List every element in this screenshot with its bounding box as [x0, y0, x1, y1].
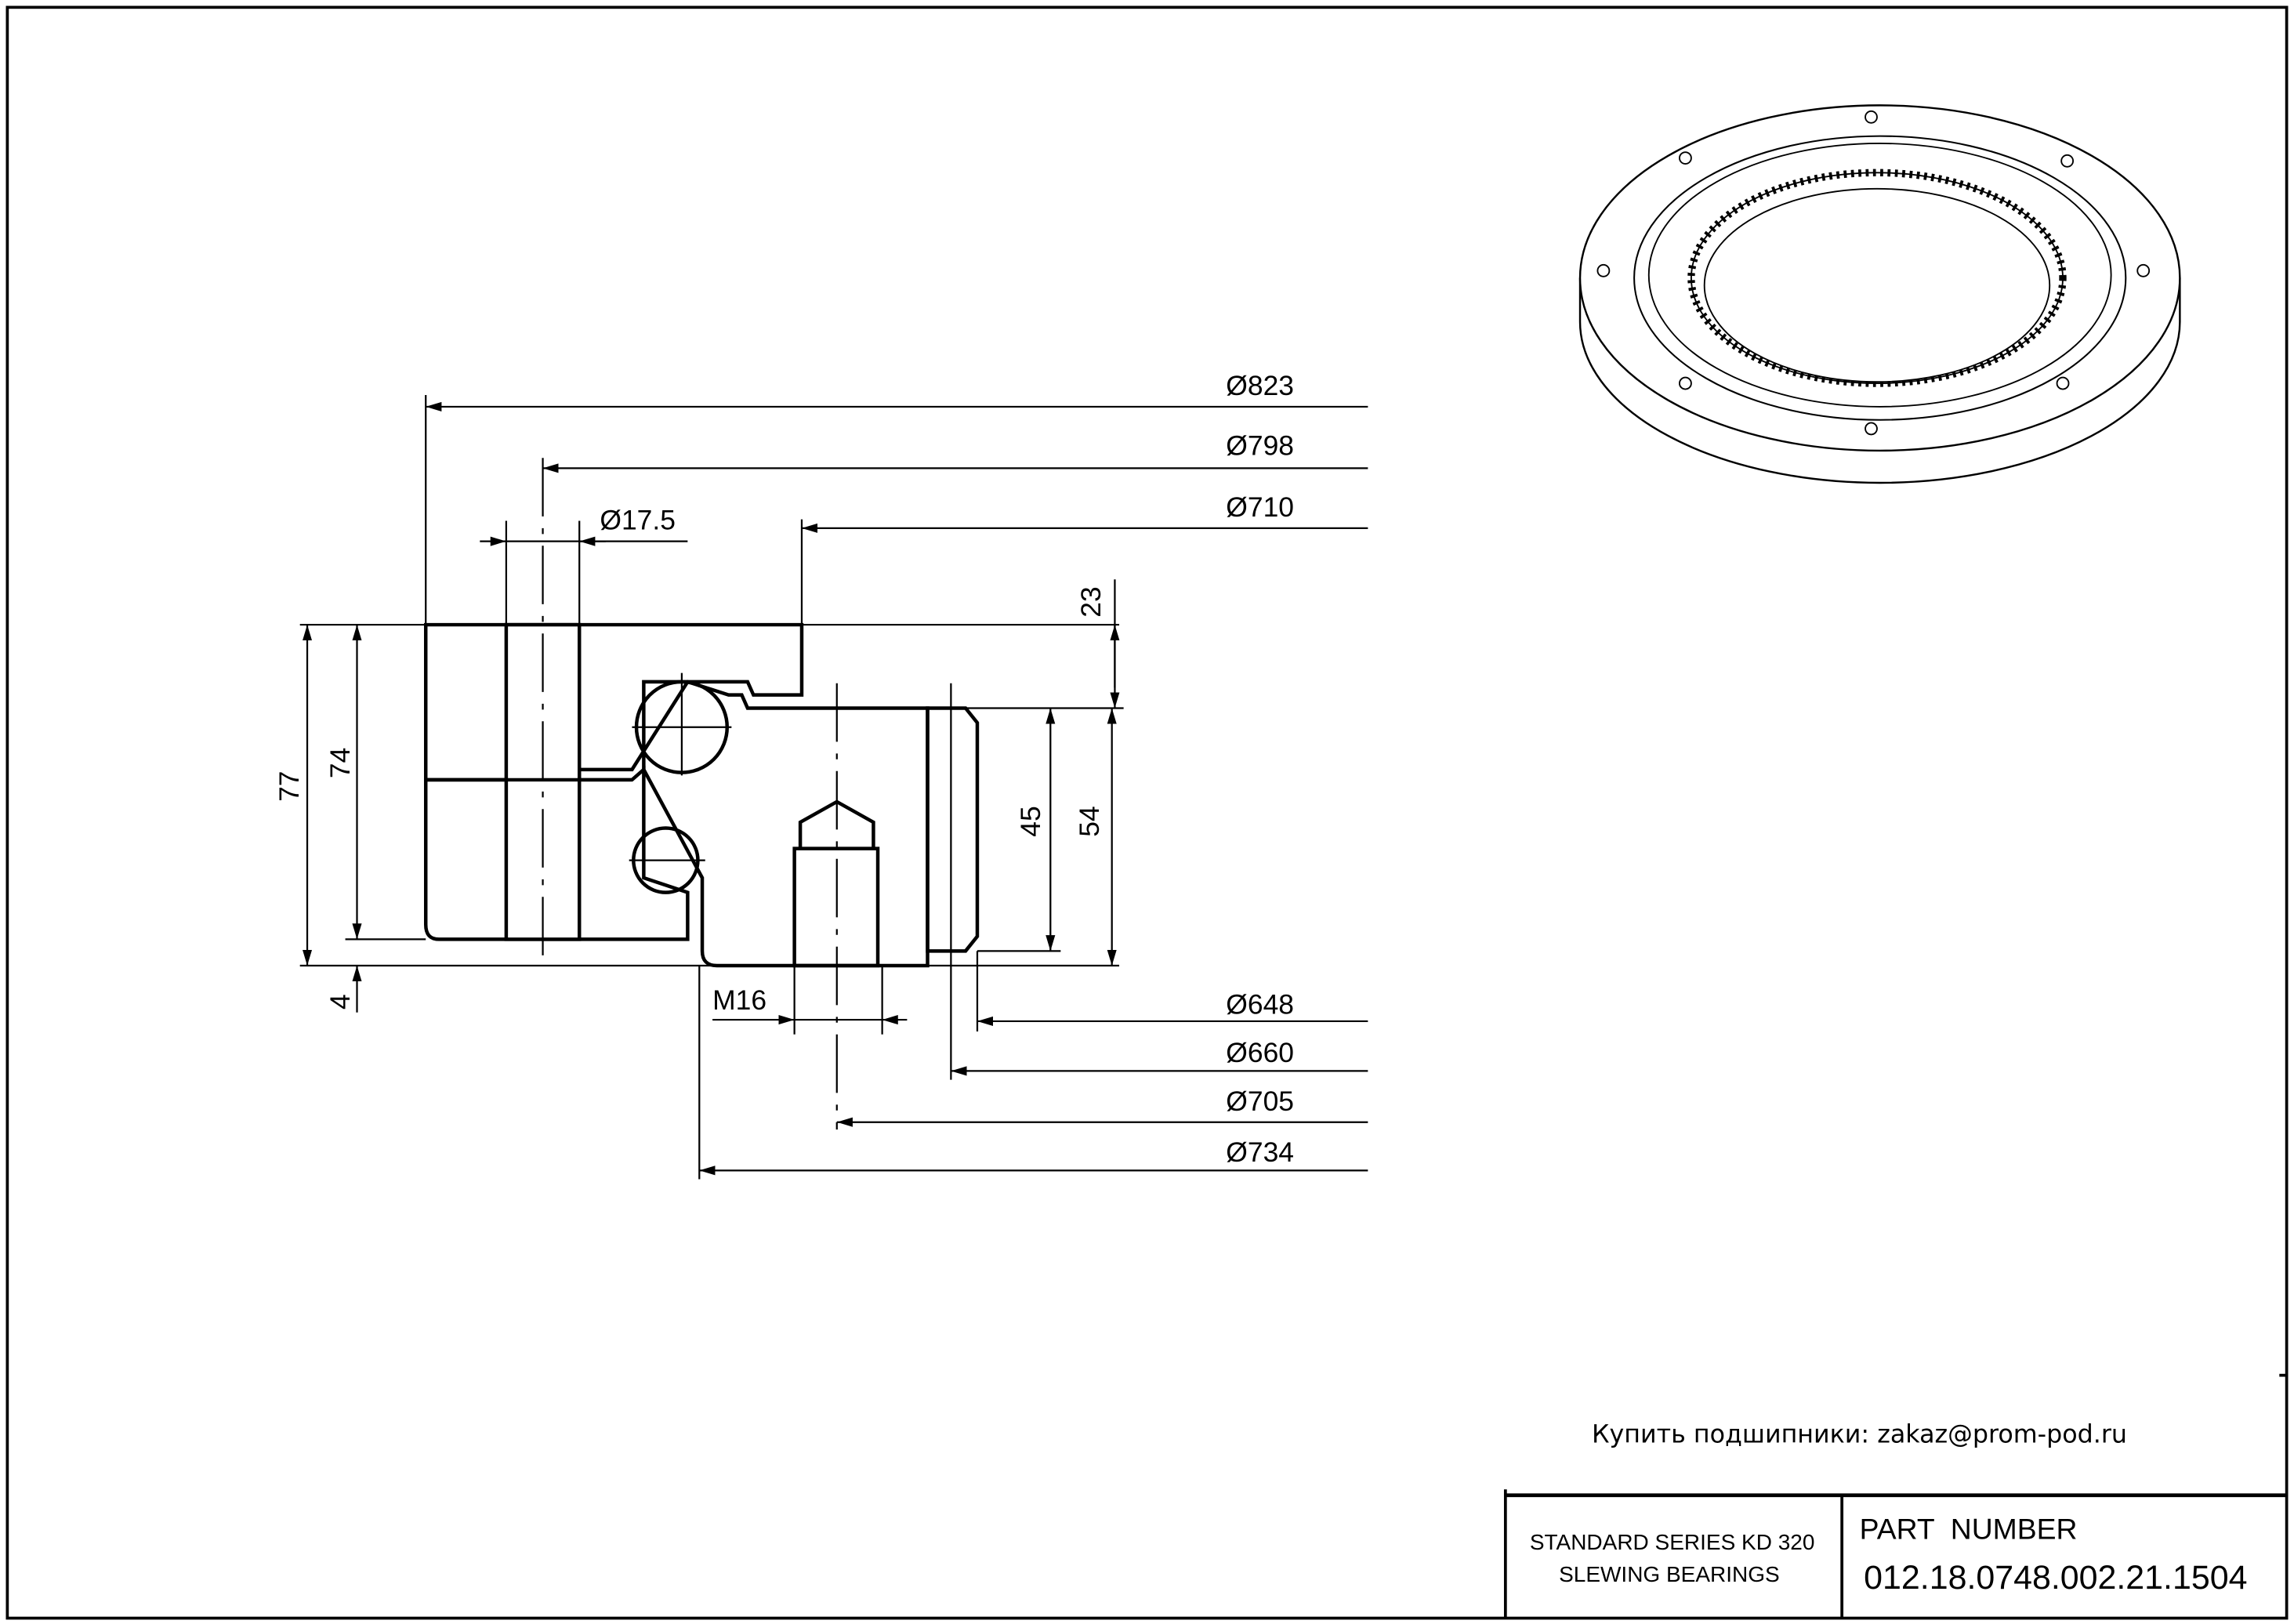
dim-h54: 54: [1074, 806, 1105, 836]
sheet-border: [5, 5, 2289, 1620]
part-number: 012.18.0748.002.21.1504: [1864, 1559, 2247, 1597]
dim-h4: 4: [324, 994, 356, 1010]
title-block: STANDARD SERIES KD 320 SLEWING BEARINGS …: [1503, 1489, 2287, 1619]
dim-d710: Ø710: [1226, 491, 1294, 523]
dim-h74: 74: [324, 748, 356, 778]
dim-d798: Ø798: [1226, 430, 1294, 462]
dim-d17-5: Ø17.5: [600, 505, 676, 536]
part-number-label: PART NUMBER: [1860, 1513, 2078, 1546]
dim-d660: Ø660: [1226, 1037, 1294, 1068]
dim-h23: 23: [1075, 586, 1107, 617]
series-line-2: SLEWING BEARINGS: [1559, 1562, 1780, 1586]
dim-h77: 77: [274, 770, 305, 801]
dimension-lines: [299, 395, 1368, 1180]
series-line-1: STANDARD SERIES KD 320: [1530, 1530, 1815, 1554]
dim-d705: Ø705: [1226, 1086, 1294, 1117]
dim-d823: Ø823: [1226, 370, 1294, 401]
dim-d734: Ø734: [1226, 1136, 1294, 1168]
bearing-isometric-view: [1578, 104, 2181, 484]
dim-h45: 45: [1015, 806, 1046, 836]
dim-d648: Ø648: [1226, 989, 1294, 1020]
dimension-labels: Ø823 Ø798 Ø710 Ø17.5 23 77 74 4 45 54 M1…: [274, 370, 1294, 1168]
bearing-cross-section: [423, 458, 980, 1130]
contact-text: Купить подшипники: zakaz@prom-pod.ru: [1592, 1421, 2127, 1449]
dim-m16: M16: [712, 984, 766, 1016]
